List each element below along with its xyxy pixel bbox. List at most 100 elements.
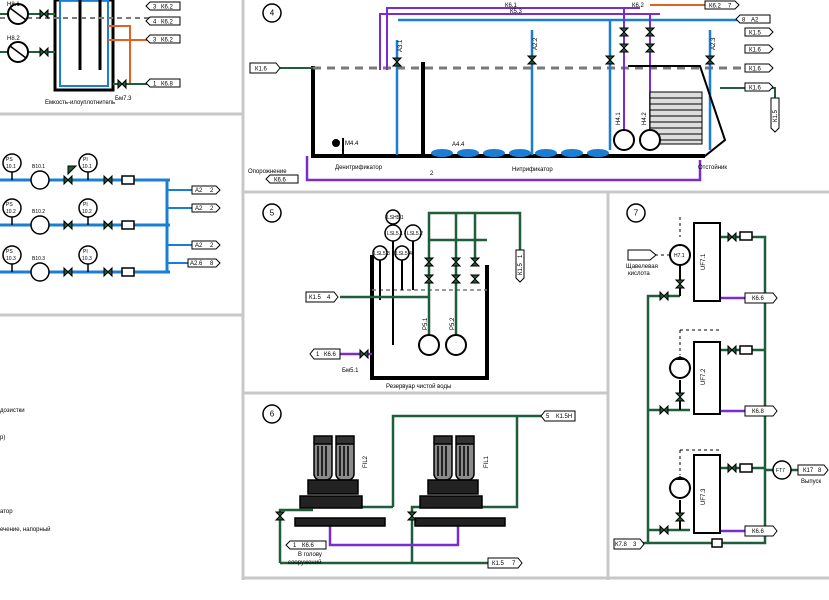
- connector-tag: К1.5: [492, 561, 504, 567]
- section-6: [262, 404, 576, 569]
- section-number-7: 7: [634, 209, 639, 218]
- connector-num: 1: [153, 82, 157, 88]
- output-tag: А2: [195, 206, 203, 212]
- connector-tag: К1.5: [749, 31, 761, 37]
- pi-label: PI: [83, 249, 88, 255]
- pump-label: Н8.2: [7, 36, 20, 42]
- exit-tag: К17: [803, 468, 814, 474]
- connector-tag: К6.6: [302, 543, 314, 549]
- valve-label: Бм5.1: [342, 368, 359, 374]
- return-label: В голову: [298, 552, 322, 558]
- inlet-num: 3: [633, 542, 637, 548]
- drain-tag: К6.6: [324, 352, 336, 358]
- drain-tag: К6.6: [752, 296, 764, 302]
- connector-tag: К6.8: [161, 82, 173, 88]
- pi-label: PI: [83, 202, 88, 208]
- output-tag: А2: [195, 243, 203, 249]
- return-label: сооружений: [288, 559, 321, 566]
- connector-num: 3: [153, 5, 157, 11]
- filter-label: FIL1: [484, 455, 490, 468]
- ps-label: PS: [6, 202, 13, 208]
- ps-label: PS: [6, 249, 13, 255]
- section-number-6: 6: [270, 410, 275, 419]
- level-sensor: LSL5.2: [407, 231, 423, 237]
- section-7: [613, 203, 829, 550]
- pump-label: В10.3: [32, 256, 45, 262]
- aeration-label: А2.3: [711, 37, 717, 50]
- connector-tag: К6.2: [709, 4, 721, 10]
- connector-num: 3: [153, 38, 157, 44]
- section-number-4: 4: [270, 9, 275, 18]
- legend-item: р): [0, 435, 5, 441]
- inlet-tag: К1.5: [309, 295, 321, 301]
- drain-tag: К6.6: [274, 178, 286, 184]
- connector-tag: К6.2: [161, 38, 173, 44]
- uf-label: UF7.2: [701, 368, 707, 385]
- zone-label: Отстойник: [698, 164, 727, 171]
- zone-label: Денитрификатор: [335, 165, 383, 171]
- output-tag: А2: [195, 188, 203, 194]
- connector-tag: К1.5: [773, 110, 779, 122]
- pump-label: В10.2: [32, 209, 45, 215]
- output-num: 2: [210, 206, 214, 212]
- drain-num: 1: [316, 352, 320, 358]
- valve-label: Бм7.3: [115, 96, 132, 102]
- legend-item: ечение, напорный: [0, 526, 51, 533]
- flow-meter-label: FT7: [776, 468, 785, 474]
- output-num: 8: [210, 261, 214, 267]
- output-num: 2: [210, 243, 214, 249]
- pi-label: PI: [83, 157, 88, 163]
- output-tag: А2.6: [190, 261, 203, 267]
- uf-label: UF7.1: [701, 253, 707, 270]
- mid-left-panel: [0, 153, 221, 282]
- pipe-tag: К5.3: [510, 9, 522, 15]
- ps-num: 10.3: [6, 256, 16, 262]
- drain-tag: К6.6: [752, 529, 764, 535]
- level-sensor: LSH5.1: [387, 215, 404, 221]
- mixer-label: М4.4: [345, 141, 359, 147]
- legend-item: атор: [0, 509, 13, 515]
- pi-num: 10.1: [82, 164, 92, 170]
- level-sensor: LSL5.3: [374, 251, 390, 257]
- inlet-tag: К7.8: [615, 542, 627, 548]
- connector-num: 7: [728, 4, 732, 10]
- out-tag: К1.5: [518, 263, 524, 275]
- reagent-label: кислота: [628, 271, 650, 277]
- connector-num: 8: [742, 18, 746, 24]
- ps-num: 10.2: [6, 209, 16, 215]
- panel-borders: [0, 0, 829, 580]
- output-num: 2: [210, 188, 214, 194]
- zone-label: Нитрификатор: [512, 167, 553, 173]
- sludge-tank: [53, 0, 115, 92]
- section-number-5: 5: [270, 209, 275, 218]
- connector-num: 4: [153, 20, 157, 26]
- pipe-tag: К6.1: [505, 3, 517, 9]
- mark: 2: [430, 171, 434, 177]
- pi-num: 10.3: [82, 256, 92, 262]
- pipe-tag: К6.2: [632, 3, 644, 9]
- connector-tag: К1.6: [749, 48, 761, 54]
- reagent-label: Щавелевая: [626, 264, 658, 270]
- aeration-label: А2.2: [533, 37, 539, 50]
- connector-tag: К6.2: [161, 5, 173, 11]
- top-left-panel: [0, 0, 181, 92]
- connector-tag: К1.5Н: [556, 414, 572, 420]
- connector-num: 1: [293, 543, 297, 549]
- aeration-label: А3.1: [398, 39, 404, 52]
- exit-label: Выпуск: [801, 479, 821, 485]
- ps-label: PS: [6, 157, 13, 163]
- pump-label: Н4.2: [642, 112, 648, 125]
- filter-label: FIL2: [363, 455, 369, 468]
- uf-label: UF7.3: [701, 488, 707, 505]
- pump-label: Р5.1: [423, 317, 429, 330]
- tank-label: Емкость-илоуплотнитель: [45, 100, 115, 106]
- connector-tag: К1.6: [749, 67, 761, 73]
- connector-tag: А2: [751, 18, 759, 24]
- dosing-pump-label: Н7.1: [674, 253, 685, 259]
- level-sensor: LSL5.4: [396, 251, 412, 257]
- connector-tag: К1.6: [749, 86, 761, 92]
- section-5: [262, 203, 525, 380]
- exit-num: 8: [818, 468, 822, 474]
- connector-num: 5: [546, 414, 550, 420]
